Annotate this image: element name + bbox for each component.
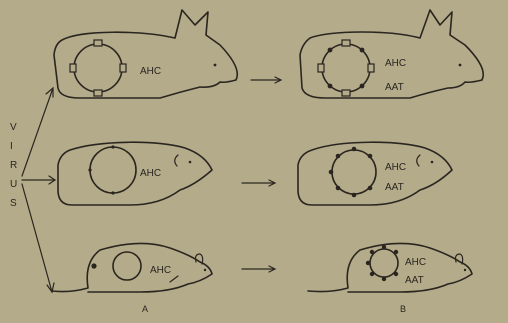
- virus-label: V I R U S: [10, 122, 17, 209]
- rabbit-a: AHC: [54, 10, 237, 98]
- rat-a: AHC: [52, 243, 212, 292]
- rabbit-b-antigen-1: [328, 48, 333, 53]
- rabbit-a-cell: [74, 44, 122, 92]
- virus-letter-i: I: [10, 141, 13, 152]
- guinea-pig-b-antigen-4: [336, 186, 341, 191]
- rabbit-a-receptor-bottom: [94, 90, 102, 96]
- rabbit-b-receptor-bottom: [342, 90, 350, 96]
- rabbit-a-receptor-top: [94, 40, 102, 46]
- guinea-pig-b-antigen-1: [352, 147, 357, 152]
- panel-label-a: A: [142, 304, 148, 314]
- guinea-pig-a-eye: [189, 161, 192, 164]
- rat-a-ahc: AHC: [150, 265, 171, 276]
- guinea-pig-b-ear: [417, 155, 420, 166]
- rabbit-b-eye: [459, 64, 462, 67]
- rabbit-a-ahc: AHC: [140, 66, 161, 77]
- guinea-pig-b: AHC AAT: [298, 142, 452, 205]
- rat-b-antigen-3: [366, 261, 370, 265]
- rat-a-cell: [113, 252, 141, 280]
- arrow-rabbit-a-to-b: [251, 77, 281, 83]
- guinea-pig-b-ahc: AHC: [385, 162, 406, 173]
- rat-a-tail-mark: [91, 263, 96, 268]
- rat-b-antigen-2: [370, 250, 374, 254]
- panel-label-b: B: [400, 304, 406, 314]
- rabbit-b-receptor-top: [342, 40, 350, 46]
- rat-b-antigen-5: [382, 277, 386, 281]
- arrow-guinea-pig-a-to-b: [242, 180, 275, 186]
- rabbit-b-ahc: AHC: [385, 58, 406, 69]
- virus-letter-u: U: [10, 179, 17, 190]
- rabbit-b-receptor-right: [368, 64, 374, 72]
- guinea-pig-b-antigen-2: [336, 154, 341, 159]
- rat-b-ahc: AHC: [405, 257, 426, 268]
- rat-b-eye: [464, 269, 466, 271]
- rabbit-b-antigen-4: [360, 84, 365, 89]
- rat-a-outline: [52, 243, 212, 292]
- rat-b-antigen-1: [382, 245, 386, 249]
- rabbit-b-antigen-2: [360, 48, 365, 53]
- guinea-pig-a-mark-left: [88, 168, 91, 171]
- rat-b-cell: [370, 249, 398, 277]
- guinea-pig-a-ear: [175, 155, 178, 166]
- rat-b-antigen-7: [394, 250, 398, 254]
- guinea-pig-b-aat: AAT: [385, 182, 404, 193]
- guinea-pig-a: AHC: [58, 142, 212, 205]
- virus-branch-arrows: [22, 88, 55, 292]
- guinea-pig-a-mark-top: [111, 145, 114, 148]
- arrow-to-rabbit: [22, 88, 53, 176]
- guinea-pig-b-antigen-6: [368, 186, 373, 191]
- guinea-pig-a-ahc: AHC: [140, 168, 161, 179]
- rat-a-paw: [170, 276, 178, 282]
- guinea-pig-b-eye: [431, 161, 434, 164]
- guinea-pig-b-antigen-3: [329, 170, 334, 175]
- virus-letter-v: V: [10, 122, 17, 133]
- rabbit-b-antigen-3: [328, 84, 333, 89]
- rat-b-antigen-6: [394, 272, 398, 276]
- rabbit-b-receptor-left: [318, 64, 324, 72]
- rabbit-a-receptor-right: [120, 64, 126, 72]
- arrow-to-rat: [22, 184, 52, 292]
- rat-a-eye: [204, 269, 206, 271]
- guinea-pig-b-antigen-7: [368, 154, 373, 159]
- rabbit-b-aat: AAT: [385, 82, 404, 93]
- virus-letter-r: R: [10, 160, 17, 171]
- rabbit-b: AHC AAT: [300, 10, 483, 98]
- rat-b-antigen-4: [370, 272, 374, 276]
- rat-b-aat: AAT: [405, 275, 424, 286]
- guinea-pig-a-cell: [90, 147, 136, 193]
- arrow-rat-a-to-b: [242, 266, 275, 272]
- guinea-pig-b-antigen-5: [352, 193, 357, 198]
- guinea-pig-a-mark-bottom: [111, 191, 114, 194]
- rabbit-a-eye: [214, 64, 217, 67]
- guinea-pig-b-outline: [298, 142, 452, 205]
- rabbit-a-receptor-left: [70, 64, 76, 72]
- virus-letter-s: S: [10, 198, 17, 209]
- rat-b: AHC AAT: [308, 243, 472, 292]
